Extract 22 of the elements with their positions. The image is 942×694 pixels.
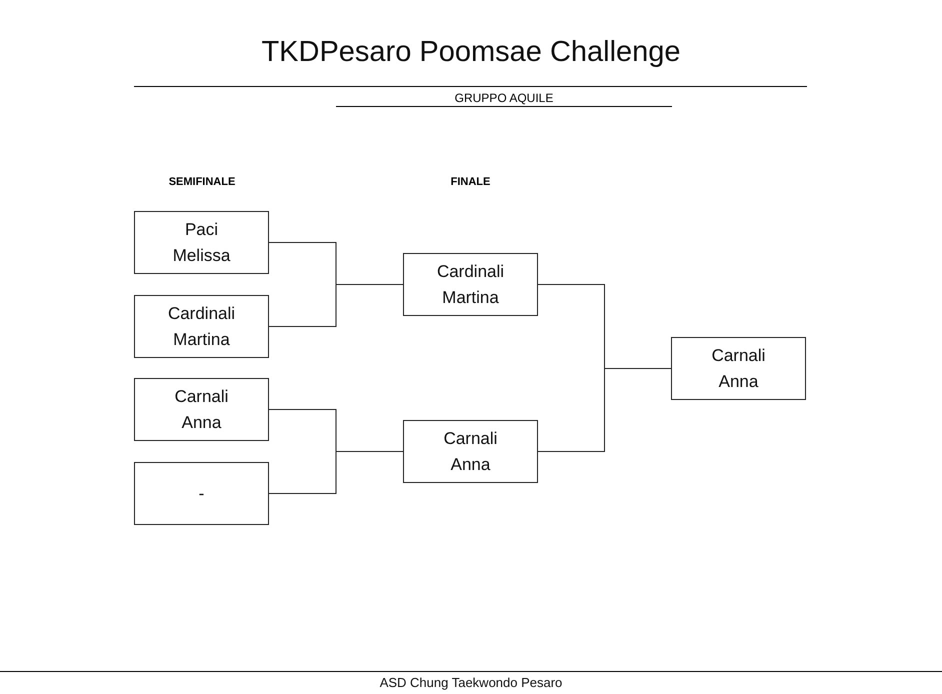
bracket-box [134, 378, 269, 441]
competitor-name: Cardinali Martina [168, 302, 236, 350]
footer-text: ASD Chung Taekwondo Pesaro [378, 675, 564, 690]
diagram-title: TKDPesaro Poomsae Challenge [260, 36, 682, 69]
competitor-name: - [198, 482, 204, 504]
bracket-box [671, 337, 806, 400]
bracket-box [403, 253, 538, 316]
round-heading: FINALE [450, 176, 492, 188]
group-subtitle: GRUPPO AQUILE [454, 91, 554, 105]
bracket-box [134, 211, 269, 274]
bracket-box [403, 420, 538, 483]
competitor-name: Carnali Anna [712, 344, 766, 392]
competitor-name: Cardinali Martina [436, 260, 504, 308]
bracket-line [538, 368, 672, 452]
bracket-line [268, 284, 404, 327]
bracket-box [134, 295, 269, 358]
competitor-name: Carnali Anna [174, 386, 228, 434]
round-heading: SEMIFINALE [168, 176, 236, 188]
bracket-line [268, 451, 404, 494]
competitor-name: Paci Melissa [172, 218, 230, 266]
competitor-name: Carnali Anna [444, 428, 498, 476]
bracket-box [134, 462, 269, 525]
